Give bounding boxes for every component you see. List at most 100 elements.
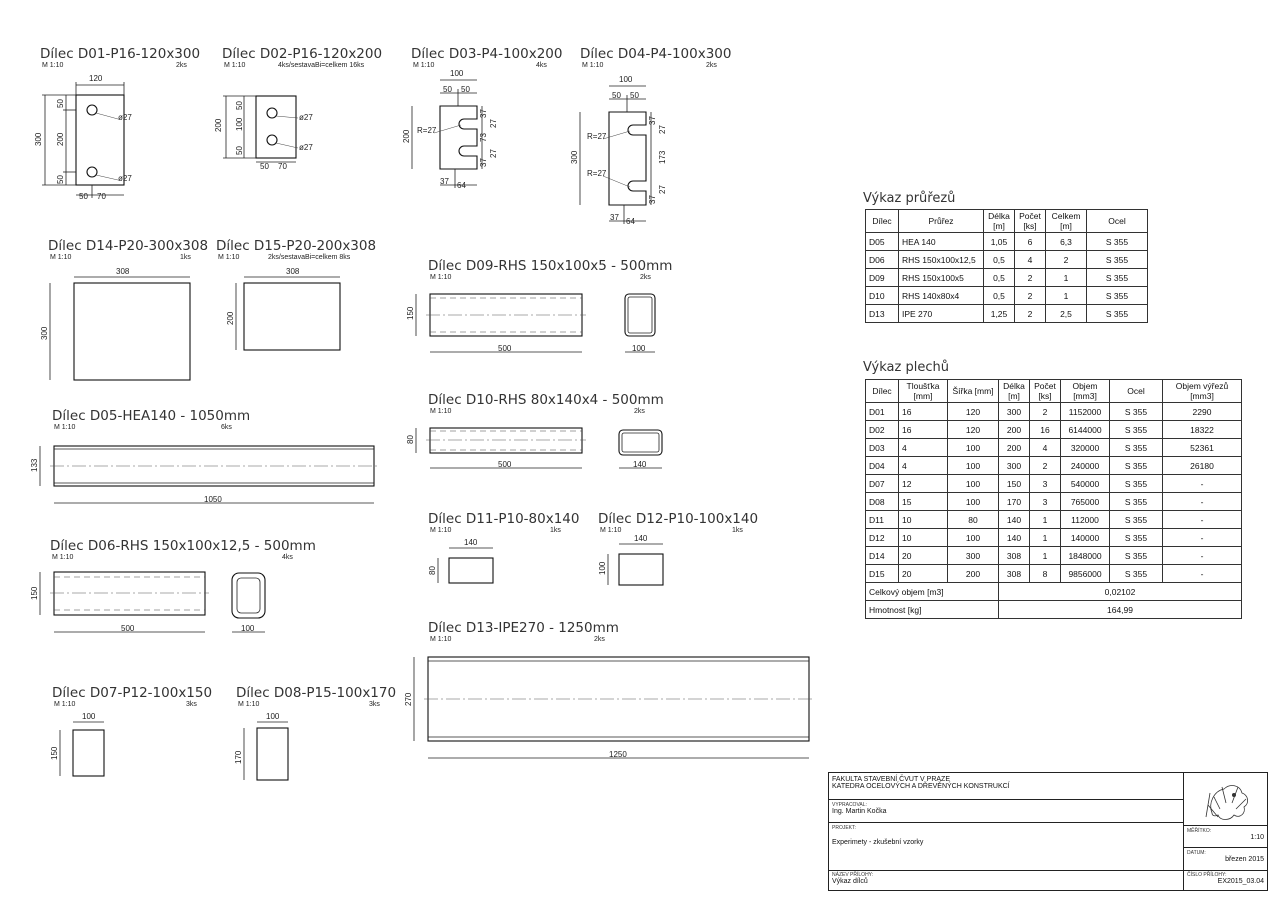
plates-col-header: Objem [mm3] <box>1060 379 1110 403</box>
d09-dim-height: 150 <box>406 306 415 320</box>
d03-radius-label: R=27 <box>417 126 437 135</box>
d10-scale: M 1:10 <box>430 408 452 415</box>
d04-radius-label-bottom: R=27 <box>587 169 607 178</box>
d03-dim-g: 64 <box>457 181 466 190</box>
d09-dim-length: 500 <box>498 344 512 353</box>
d04-dim-height: 300 <box>570 150 579 164</box>
table-cell: 120 <box>947 402 999 421</box>
table-cell: 1152000 <box>1060 402 1110 421</box>
d12-count: 1ks <box>732 527 743 534</box>
table-cell: S 355 <box>1109 564 1163 583</box>
table-cell: 26180 <box>1162 456 1242 475</box>
d10-dim-section-width: 140 <box>633 460 647 469</box>
d09-scale: M 1:10 <box>430 274 452 281</box>
table-cell: S 355 <box>1086 304 1148 323</box>
table-cell: 300 <box>998 456 1030 475</box>
plates-table-header: Dílec Tloušťka [mm] Šířka [mm] Délka [m]… <box>865 379 1242 403</box>
d10-dim-length: 500 <box>498 460 512 469</box>
table-cell: 1848000 <box>1060 546 1110 565</box>
table-cell: D07 <box>865 474 899 493</box>
drawing-d13: Dílec D13-IPE270 - 1250mm M 1:10 2ks 270… <box>404 620 813 759</box>
d02-hole-label-top: ø27 <box>299 113 313 122</box>
d14-dim-width: 308 <box>116 267 130 276</box>
d07-scale: M 1:10 <box>54 701 76 708</box>
table-cell: 308 <box>998 564 1030 583</box>
table-cell: 120 <box>947 420 999 439</box>
table-cell: S 355 <box>1109 438 1163 457</box>
attachment-no-value: EX2015_03.04 <box>1217 878 1264 885</box>
d06-dim-height: 150 <box>30 586 39 600</box>
table-cell: 2 <box>1045 250 1087 269</box>
table-cell: 2 <box>1029 402 1061 421</box>
d04-dim-a: 37 <box>648 116 657 125</box>
d05-dim-length: 1050 <box>204 495 222 504</box>
d04-dim-half-right: 50 <box>630 91 639 100</box>
table-cell: 16 <box>898 402 948 421</box>
d11-plate-outline <box>448 557 494 584</box>
project-value: Experimety - zkušební vzorky <box>832 839 924 846</box>
profiles-col-header: Délka [m] <box>983 209 1015 233</box>
d10-section <box>618 429 663 456</box>
d15-dim-width: 308 <box>286 267 300 276</box>
attachment-name-label: NÁZEV PŘÍLOHY: <box>832 872 874 878</box>
d03-dim-c: 73 <box>479 133 488 142</box>
d03-dim-height: 200 <box>402 129 411 143</box>
table-cell: 1,05 <box>983 232 1015 251</box>
table-cell: S 355 <box>1086 286 1148 305</box>
table-cell: - <box>1162 564 1242 583</box>
table-cell: 4 <box>1014 250 1046 269</box>
table-cell: D09 <box>865 268 899 287</box>
mass-value: 164,99 <box>998 600 1242 619</box>
lion-emblem-icon <box>1205 785 1248 820</box>
prepared-label: VYPRACOVAL: <box>832 802 867 808</box>
table-cell: 100 <box>947 474 999 493</box>
d03-title: Dílec D03-P4-100x200 <box>411 46 563 62</box>
title-block: FAKULTA STAVEBNÍ ČVUT V PRAZE KATEDRA OC… <box>828 772 1268 891</box>
d06-dim-section-width: 100 <box>241 624 255 633</box>
table-cell: 200 <box>998 420 1030 439</box>
scale-label: MĚŘÍTKO: <box>1187 828 1212 834</box>
table-cell: 9856000 <box>1060 564 1110 583</box>
d14-dim-height: 300 <box>40 326 49 340</box>
table-cell: - <box>1162 546 1242 565</box>
d09-count: 2ks <box>640 274 651 281</box>
d07-count: 3ks <box>186 701 197 708</box>
table-cell: 3 <box>1029 474 1061 493</box>
table-cell: 0,5 <box>983 268 1015 287</box>
d04-dim-width: 100 <box>619 75 633 84</box>
d01-dim-right: 70 <box>97 192 106 201</box>
plates-table: Dílec Tloušťka [mm] Šířka [mm] Délka [m]… <box>865 379 1242 619</box>
plates-col-header: Tloušťka [mm] <box>898 379 948 403</box>
d03-dim-width: 100 <box>450 69 464 78</box>
table-cell: S 355 <box>1086 250 1148 269</box>
d08-dim-height: 170 <box>234 750 243 764</box>
d07-plate-outline <box>72 729 105 777</box>
table-cell: 200 <box>998 438 1030 457</box>
d03-dim-half-left: 50 <box>443 85 452 94</box>
plates-col-header: Šířka [mm] <box>947 379 999 403</box>
profiles-col-header: Ocel <box>1086 209 1148 233</box>
table-cell: 2 <box>1014 304 1046 323</box>
d08-dim-width: 100 <box>266 712 280 721</box>
d04-dim-f: 37 <box>610 213 619 222</box>
d13-title: Dílec D13-IPE270 - 1250mm <box>428 620 619 636</box>
table-cell: 100 <box>947 456 999 475</box>
d02-count: 4ks/sestavaBi=celkem 16ks <box>278 62 365 69</box>
d04-dim-c: 173 <box>658 150 667 164</box>
table-cell: S 355 <box>1109 474 1163 493</box>
table-cell: RHS 150x100x12,5 <box>898 250 984 269</box>
table-cell: S 355 <box>1109 492 1163 511</box>
table-cell: 1 <box>1029 528 1061 547</box>
table-cell: 2 <box>1014 268 1046 287</box>
d03-dim-e: 27 <box>489 149 498 158</box>
d01-dim-height: 300 <box>34 132 43 146</box>
d11-count: 1ks <box>550 527 561 534</box>
table-cell: IPE 270 <box>898 304 984 323</box>
d01-dim-inner: 200 <box>56 132 65 146</box>
institution-line2: KATEDRA OCELOVÝCH A DŘEVĚNÝCH KONSTRUKCÍ <box>832 783 1010 790</box>
